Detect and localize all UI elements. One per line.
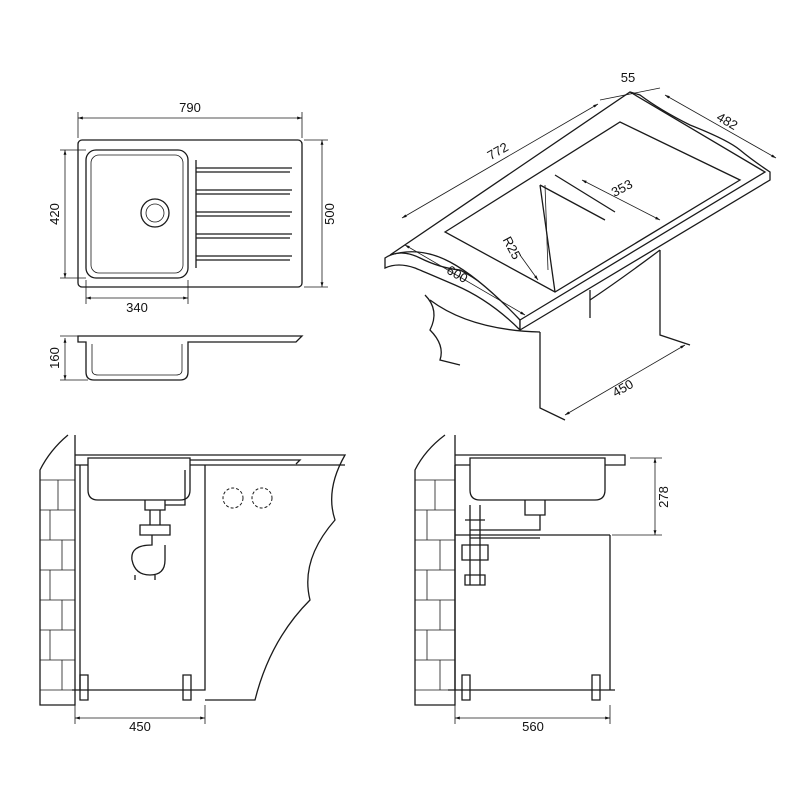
dim-length: 772 (485, 139, 511, 163)
dim-cabinet-depth: 450 (610, 376, 636, 400)
dim-height-right: 278 (656, 486, 671, 508)
top-view: 790 420 500 340 (47, 100, 337, 315)
drain-icon (140, 198, 170, 228)
cabinet-left-view: 450 (39, 434, 347, 734)
dim-depth: 500 (322, 203, 337, 225)
dim-cabinet-width-right: 560 (522, 719, 544, 734)
cabinet-right-view: 278 560 (414, 434, 671, 734)
side-view: 160 (47, 335, 304, 381)
dim-depth-3d: 482 (714, 109, 740, 133)
dim-rim: 55 (621, 70, 635, 85)
dim-height: 160 (47, 347, 62, 369)
dim-bowl-width: 340 (126, 300, 148, 315)
dim-width: 790 (179, 100, 201, 115)
dim-bowl-depth: 420 (47, 203, 62, 225)
dim-cabinet-width-left: 450 (129, 719, 151, 734)
perspective-view: 772 55 482 R25 353 R25 600 450 (384, 70, 777, 421)
